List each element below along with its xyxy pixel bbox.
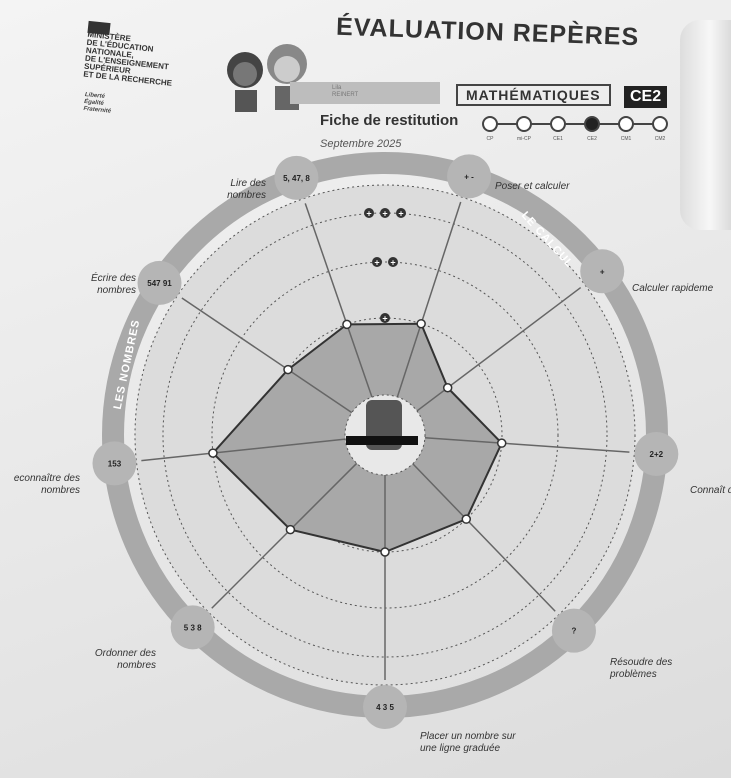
scale-marker-icon xyxy=(388,257,398,267)
axis-line xyxy=(211,462,358,609)
skill-icon xyxy=(447,154,492,199)
skill-icon-text: 547 91 xyxy=(147,279,172,288)
skill-icon-text: + xyxy=(600,267,605,276)
data-point xyxy=(342,319,352,330)
scale-marker-icon xyxy=(396,208,406,218)
data-point xyxy=(208,448,218,458)
timeline-dot xyxy=(550,116,566,132)
timeline-dot xyxy=(584,116,600,132)
skill-icon-text: 4 3 5 xyxy=(376,703,394,712)
timeline-label: CM2 xyxy=(655,136,666,142)
data-point xyxy=(380,547,390,557)
skill-icon-text: 2+2 xyxy=(650,450,664,459)
skill-icon-text: 5 3 8 xyxy=(184,623,202,632)
skill-icon xyxy=(274,155,319,200)
level-badge: CE2 xyxy=(624,86,668,108)
subject-badge: MATHÉMATIQUES xyxy=(456,84,611,106)
data-point xyxy=(416,318,426,329)
skill-icon-text: 153 xyxy=(108,459,122,468)
axis-label: Poser et calculer xyxy=(495,181,570,192)
scale-marker-icon xyxy=(380,208,390,218)
skill-icon xyxy=(551,608,596,653)
skill-icon-text: 5, 47, 8 xyxy=(283,174,310,183)
axis-label: Ordonner des nombres xyxy=(94,648,156,671)
axis-label: Lire des nombres xyxy=(227,178,266,201)
timeline-label: CE2 xyxy=(587,136,597,142)
timeline-label: CP xyxy=(487,136,495,142)
timeline-dot xyxy=(652,116,668,132)
data-point xyxy=(461,514,472,524)
axis-label: Connaît d'addi xyxy=(690,485,731,496)
skill-icon xyxy=(580,249,625,294)
scale-marker-icon xyxy=(372,257,382,267)
axis-label: Écrire des nombres xyxy=(90,273,136,296)
scale-marker-label: + xyxy=(366,209,371,219)
data-point xyxy=(283,364,293,375)
scale-marker-label: + xyxy=(382,209,387,219)
data-point xyxy=(442,383,453,393)
axis-label: Placer un nombre sur une ligne graduée xyxy=(420,731,516,754)
scale-marker-label: + xyxy=(390,258,395,268)
timeline-label: CE1 xyxy=(553,136,563,142)
scale-marker-icon xyxy=(364,208,374,218)
timeline-label: mi-CP xyxy=(517,136,532,142)
skill-icon xyxy=(92,441,137,486)
axis-label: econnaître des nombres xyxy=(13,473,80,496)
skill-icon xyxy=(137,260,182,305)
axis-line xyxy=(181,297,353,414)
level-timeline: CP mi-CP CE1 CE2 CM1 CM2 xyxy=(482,116,668,142)
timeline-dot xyxy=(618,116,634,132)
scale-marker-icon xyxy=(380,313,390,323)
redacted-name xyxy=(346,436,418,445)
scale-marker-label: + xyxy=(374,258,379,268)
axis-line xyxy=(396,201,462,398)
paper-roll xyxy=(680,20,731,230)
scale-marker-label: + xyxy=(382,314,387,324)
skill-icon-text: ? xyxy=(572,627,577,636)
first-name: Lila xyxy=(332,85,342,91)
date: Septembre 2025 xyxy=(320,138,402,150)
data-point xyxy=(496,438,507,448)
fiche-label: Fiche de restitution xyxy=(320,112,459,129)
axis-line xyxy=(424,437,630,453)
timeline-dot xyxy=(482,116,498,132)
skill-icon xyxy=(634,431,679,476)
skill-icon xyxy=(170,605,215,650)
timeline-label: CM1 xyxy=(621,136,632,142)
axis-line xyxy=(141,438,346,462)
scale-marker-label: + xyxy=(398,209,403,219)
skill-icon xyxy=(363,685,407,729)
axis-line xyxy=(304,203,373,398)
timeline-dot xyxy=(516,116,532,132)
axis-line xyxy=(412,463,556,612)
axis-label: Résoudre des problèmes xyxy=(610,657,673,680)
data-point xyxy=(285,524,296,535)
last-name: REINERT xyxy=(332,92,359,98)
skill-icon-text: + - xyxy=(464,172,474,181)
axis-label: Calculer rapideme xyxy=(632,283,714,294)
